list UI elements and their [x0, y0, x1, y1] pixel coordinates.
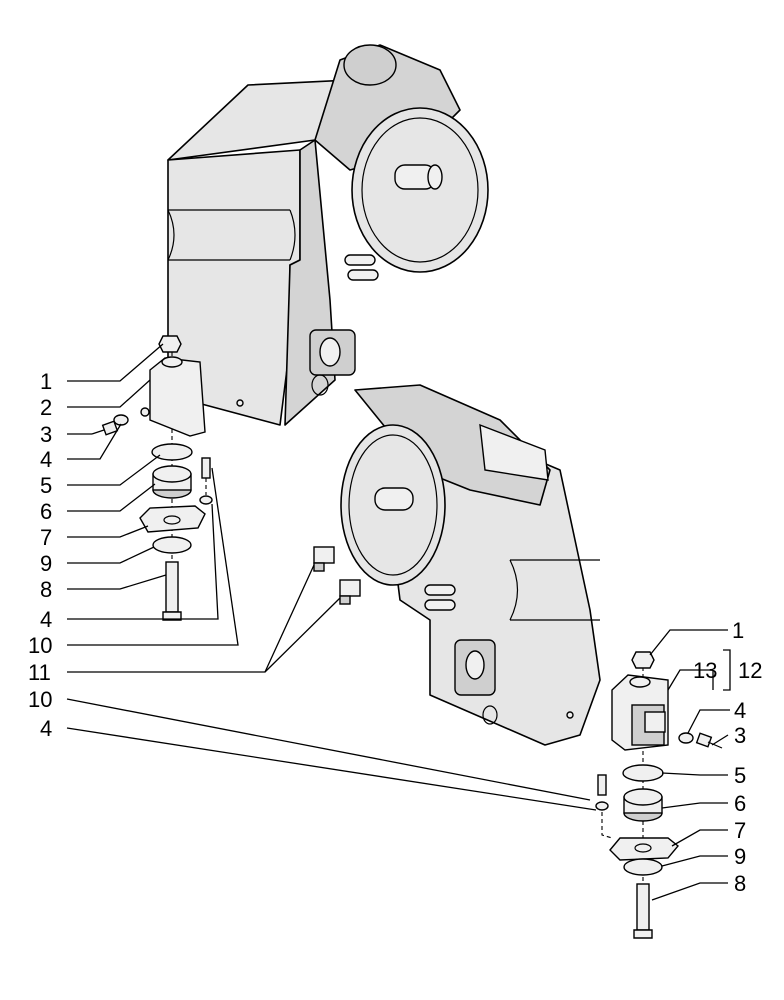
screw-part-10	[201, 457, 211, 479]
upper-transmission-housing	[167, 44, 489, 426]
callout-4: 4	[40, 447, 52, 472]
callout-10: 10	[28, 633, 52, 658]
callout-6: 6	[40, 499, 52, 524]
callout-3: 3	[734, 723, 746, 748]
lower-transmission-housing	[340, 384, 601, 746]
callout-6: 6	[734, 791, 746, 816]
callout-8: 8	[40, 577, 52, 602]
plate-part-7-right	[609, 837, 679, 861]
bolt-part-3	[91, 420, 119, 436]
bracket-part-2	[149, 357, 206, 437]
washer-part-9-right	[623, 858, 663, 876]
washer-part-4-right	[678, 732, 694, 744]
callout-12: 12	[738, 658, 762, 683]
left-callouts: 1 2 3 4 5 6 7 9 8 4 10 11 10 4	[28, 369, 52, 741]
callout-1: 1	[40, 369, 52, 394]
nut-part-1	[158, 335, 182, 353]
block-part-11	[313, 546, 361, 605]
screw-part-10-right	[597, 774, 607, 796]
right-callouts: 1 13 12 4 3 5 6 7 9 8	[693, 618, 762, 896]
callout-1: 1	[732, 618, 744, 643]
bolt-part-8-right	[633, 883, 653, 939]
callout-11: 11	[28, 660, 51, 685]
callout-9: 9	[734, 844, 746, 869]
bolt-part-3-right	[695, 732, 723, 749]
rubber-mount-part-6	[152, 465, 192, 499]
nut-part-1-right	[631, 651, 655, 669]
left-leader-lines	[66, 343, 597, 811]
washer-part-5-right	[622, 764, 664, 782]
callout-7: 7	[40, 525, 52, 550]
callout-10: 10	[28, 687, 52, 712]
callout-4: 4	[40, 607, 52, 632]
rubber-mount-part-6-right	[623, 788, 663, 822]
washer-part-4b	[199, 495, 213, 505]
callout-4: 4	[734, 698, 746, 723]
callout-5: 5	[40, 473, 52, 498]
callout-8: 8	[734, 871, 746, 896]
callout-5: 5	[734, 763, 746, 788]
right-leader-lines	[649, 629, 731, 901]
bolt-part-8	[162, 561, 182, 621]
plate-part-7	[139, 505, 206, 533]
callout-2: 2	[40, 395, 52, 420]
washer-part-4-right-b	[595, 801, 609, 811]
callout-4: 4	[40, 716, 52, 741]
washer-part-4	[113, 414, 129, 426]
callout-13: 13	[693, 658, 717, 683]
washer-part-9	[152, 536, 192, 554]
washer-part-5	[151, 443, 193, 461]
callout-7: 7	[734, 818, 746, 843]
left-mount-stack	[91, 335, 213, 621]
callout-3: 3	[40, 422, 52, 447]
right-mount-stack	[595, 651, 723, 939]
callout-9: 9	[40, 551, 52, 576]
